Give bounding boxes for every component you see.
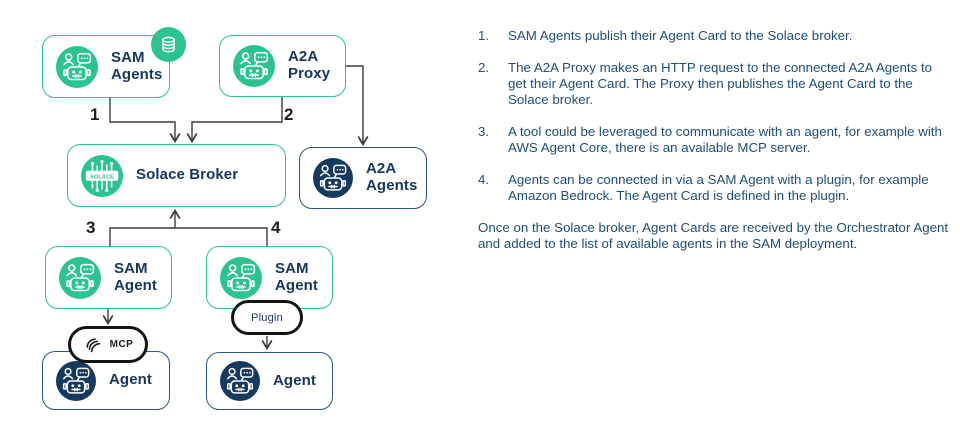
- node-a2a-proxy: A2A Proxy: [219, 35, 346, 97]
- mcp-label: MCP: [109, 339, 134, 350]
- mcp-icon: [83, 335, 102, 354]
- node-sam-agent-left: SAM Agent: [45, 246, 172, 309]
- note-item-1: 1. SAM Agents publish their Agent Card t…: [478, 28, 952, 44]
- note-item-2: 2. The A2A Proxy makes an HTTP request t…: [478, 60, 952, 108]
- robot-agent-icon: [220, 361, 260, 401]
- robot-agent-icon: [59, 256, 101, 299]
- connector-label-2: 2: [284, 105, 294, 124]
- node-solace-broker: SOLACE Solace Broker: [67, 144, 286, 207]
- note-item-4: 4. Agents can be connected in via a SAM …: [478, 172, 952, 204]
- node-sam-agent-right: SAM Agent: [206, 246, 333, 309]
- robot-agent-icon: [233, 45, 275, 87]
- connector-label-3: 3: [86, 218, 96, 237]
- solace-logo-icon: SOLACE: [81, 154, 123, 197]
- note-number: 1.: [478, 28, 490, 43]
- note-footer: Once on the Solace broker, Agent Cards a…: [478, 220, 949, 251]
- node-a2a-agents-label: A2A Agents: [366, 160, 418, 194]
- node-agent-left-label: Agent: [109, 371, 152, 389]
- solace-logo-text: SOLACE: [90, 174, 114, 180]
- node-a2a-agents: A2A Agents: [299, 147, 427, 209]
- robot-agent-icon: [56, 360, 96, 401]
- node-solace-broker-label: Solace Broker: [136, 166, 239, 184]
- database-icon: [151, 27, 186, 62]
- node-sam-agent-right-label: SAM Agent: [275, 259, 318, 294]
- node-mcp-pill: MCP: [68, 326, 148, 363]
- note-text: A tool could be leveraged to communicate…: [508, 124, 942, 155]
- node-sam-agents: SAM Agents: [42, 35, 170, 98]
- node-plugin-pill: Plugin: [231, 300, 303, 335]
- note-number: 3.: [478, 124, 490, 139]
- node-sam-agent-left-label: SAM Agent: [114, 259, 157, 294]
- note-text: Agents can be connected in via a SAM Age…: [508, 172, 929, 203]
- connector-label-4: 4: [271, 218, 281, 237]
- robot-agent-icon: [56, 45, 98, 88]
- node-a2a-proxy-label: A2A Proxy: [288, 48, 331, 82]
- note-number: 4.: [478, 172, 490, 187]
- connector-label-1: 1: [90, 105, 100, 124]
- notes-panel: 1. SAM Agents publish their Agent Card t…: [478, 28, 952, 252]
- node-agent-left: Agent: [42, 351, 170, 410]
- robot-agent-icon: [220, 256, 262, 299]
- node-sam-agents-label: SAM Agents: [111, 48, 163, 83]
- plugin-label: Plugin: [251, 311, 283, 324]
- note-number: 2.: [478, 60, 490, 75]
- node-agent-right: Agent: [206, 352, 333, 410]
- node-agent-right-label: Agent: [273, 371, 316, 389]
- note-text: The A2A Proxy makes an HTTP request to t…: [508, 60, 933, 107]
- robot-agent-icon: [313, 158, 353, 198]
- note-text: SAM Agents publish their Agent Card to t…: [508, 28, 853, 43]
- note-item-3: 3. A tool could be leveraged to communic…: [478, 124, 952, 156]
